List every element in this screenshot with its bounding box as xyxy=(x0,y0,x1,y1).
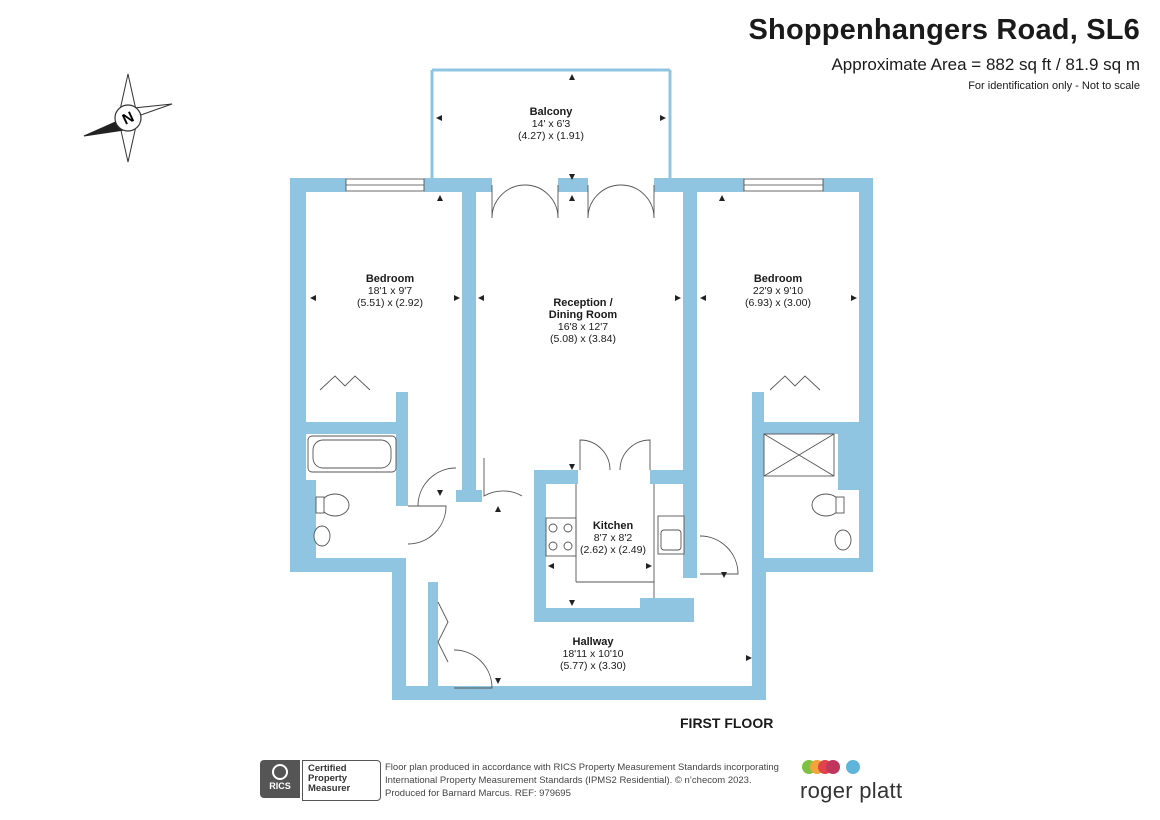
compass-rose-icon: N xyxy=(83,73,173,163)
svg-text:Hallway: Hallway xyxy=(573,636,615,648)
svg-text:Balcony: Balcony xyxy=(530,106,574,118)
hob-icon xyxy=(545,517,577,557)
footer-disclaimer: Floor plan produced in accordance with R… xyxy=(385,761,779,800)
rics-line-3: Measurer xyxy=(308,783,351,794)
brand-dot-4 xyxy=(826,760,840,774)
footer-line-1: Floor plan produced in accordance with R… xyxy=(385,762,779,773)
svg-text:(2.62) x (2.49): (2.62) x (2.49) xyxy=(580,544,646,556)
room-label-bedroom-right: Bedroom 22'9 x 9'10 (6.93) x (3.00) xyxy=(745,273,811,309)
property-title: Shoppenhangers Road, SL6 xyxy=(748,14,1140,46)
bathtub-icon xyxy=(307,435,397,473)
brand-dot-5 xyxy=(846,760,860,774)
balcony-outline xyxy=(430,68,672,183)
svg-text:(6.93) x (3.00): (6.93) x (3.00) xyxy=(745,297,811,309)
room-label-kitchen: Kitchen 8'7 x 8'2 (2.62) x (2.49) xyxy=(580,520,646,556)
rics-line-1: Certified xyxy=(308,763,347,774)
svg-text:18'1 x 9'7: 18'1 x 9'7 xyxy=(368,285,412,297)
svg-text:Bedroom: Bedroom xyxy=(754,273,803,285)
rics-abbr: RICS xyxy=(269,781,291,791)
svg-text:22'9 x 9'10: 22'9 x 9'10 xyxy=(753,285,803,297)
svg-text:Kitchen: Kitchen xyxy=(593,520,634,532)
svg-text:(4.27) x (1.91): (4.27) x (1.91) xyxy=(518,130,584,142)
brand-name: roger platt xyxy=(800,778,903,803)
svg-text:Bedroom: Bedroom xyxy=(366,273,415,285)
rics-line-2: Property xyxy=(308,773,348,784)
svg-text:18'11 x 10'10: 18'11 x 10'10 xyxy=(562,648,623,660)
svg-text:Dining Room: Dining Room xyxy=(549,309,618,321)
footer-line-3: Produced for Barnard Marcus. REF: 979695 xyxy=(385,788,571,799)
svg-text:(5.77) x (3.30): (5.77) x (3.30) xyxy=(560,660,626,672)
identification-note: For identification only - Not to scale xyxy=(968,80,1140,92)
dimension-arrows xyxy=(310,74,857,684)
approximate-area: Approximate Area = 882 sq ft / 81.9 sq m xyxy=(831,55,1140,74)
svg-text:(5.08) x (3.84): (5.08) x (3.84) xyxy=(550,333,616,345)
svg-text:14' x 6'3: 14' x 6'3 xyxy=(532,118,571,130)
basin-icon-2 xyxy=(834,529,852,551)
room-label-balcony: Balcony 14' x 6'3 (4.27) x (1.91) xyxy=(518,106,584,142)
room-label-hallway: Hallway 18'11 x 10'10 (5.77) x (3.30) xyxy=(560,636,626,672)
svg-text:(5.51) x (2.92): (5.51) x (2.92) xyxy=(357,297,423,309)
rics-ring-icon xyxy=(272,764,288,780)
rics-certified-text: Certified Property Measurer xyxy=(302,760,381,801)
room-label-bedroom-left: Bedroom 18'1 x 9'7 (5.51) x (2.92) xyxy=(357,273,423,309)
door-swings xyxy=(319,184,821,689)
basin-icon xyxy=(313,525,331,547)
toilet-icon xyxy=(320,493,350,517)
rics-logo: RICS xyxy=(260,760,300,798)
svg-text:8'7 x 8'2: 8'7 x 8'2 xyxy=(594,532,633,544)
room-label-reception: Reception / Dining Room 16'8 x 12'7 (5.0… xyxy=(549,297,618,345)
walls xyxy=(290,178,873,700)
floor-label: FIRST FLOOR xyxy=(680,715,774,731)
windows xyxy=(345,178,824,192)
footer-line-2: International Property Measurement Stand… xyxy=(385,775,752,786)
svg-text:16'8 x 12'7: 16'8 x 12'7 xyxy=(558,321,608,333)
svg-text:Reception /: Reception / xyxy=(553,297,612,309)
fixtures xyxy=(307,433,852,598)
rics-certified-badge: RICS Certified Property Measurer xyxy=(260,760,381,801)
